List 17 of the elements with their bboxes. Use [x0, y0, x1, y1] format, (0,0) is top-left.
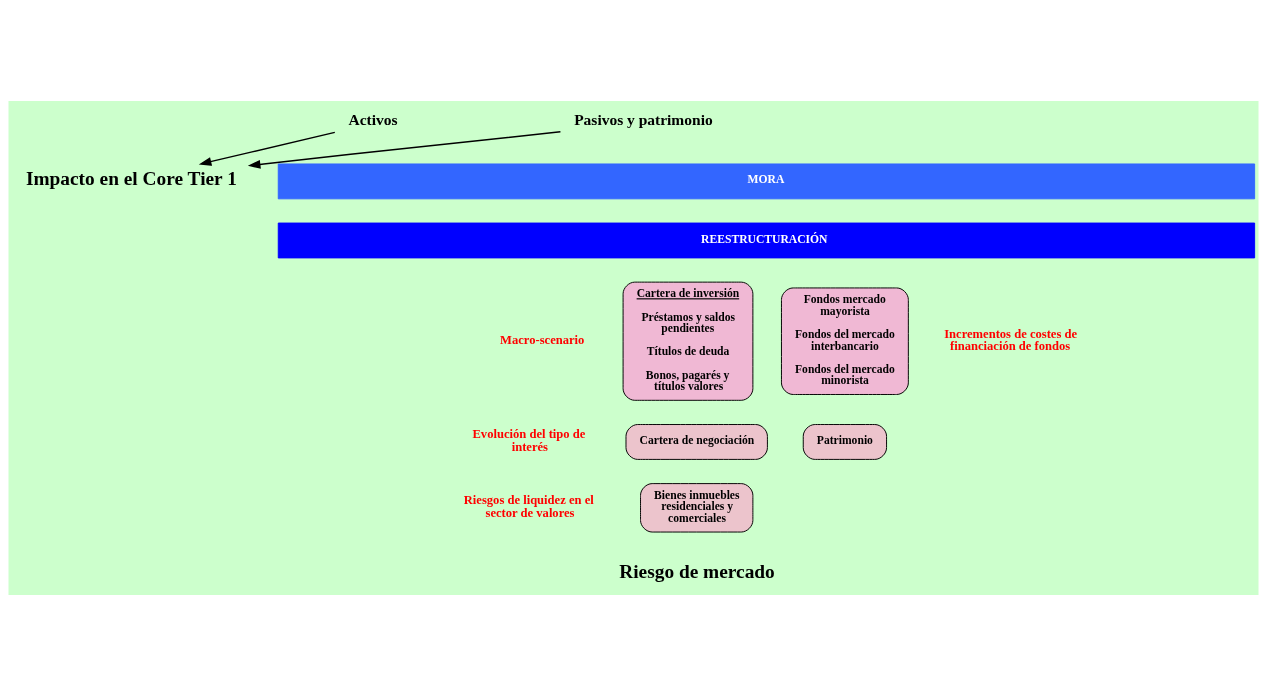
label: Incrementos de costes de financiación de fondos	[944, 326, 1078, 353]
node-box: REESTRUCTURACIÓN	[277, 222, 1256, 258]
label: Riesgos de liquidez en el sector de valores	[463, 492, 594, 520]
label: Macro-scenario	[500, 332, 585, 347]
node-box: Cartera de inversión Préstamos y saldos pendientes Títulos de deuda Bonos, pagarés y títulos valores	[622, 281, 754, 401]
arrow	[247, 130, 562, 169]
node-text: Activos	[348, 110, 398, 128]
label: Evolución del tipo de interés	[472, 426, 586, 454]
node-box: Fondos mercado mayorista Fondos del mercado interbancario Fondos del mercado minorista	[780, 286, 909, 395]
node-box: Patrimonio	[802, 423, 888, 460]
arrow	[198, 131, 336, 166]
node-text: Pasivos y patrimonio	[574, 110, 713, 128]
node-box: Cartera de negociación	[625, 423, 768, 460]
node-box: Bienes inmuebles residenciales y comerciales	[640, 482, 754, 533]
node-box: MORA	[277, 162, 1256, 199]
node-text: Impacto en el Core Tier 1	[25, 167, 237, 189]
label: Riesgo de mercado	[619, 560, 775, 582]
